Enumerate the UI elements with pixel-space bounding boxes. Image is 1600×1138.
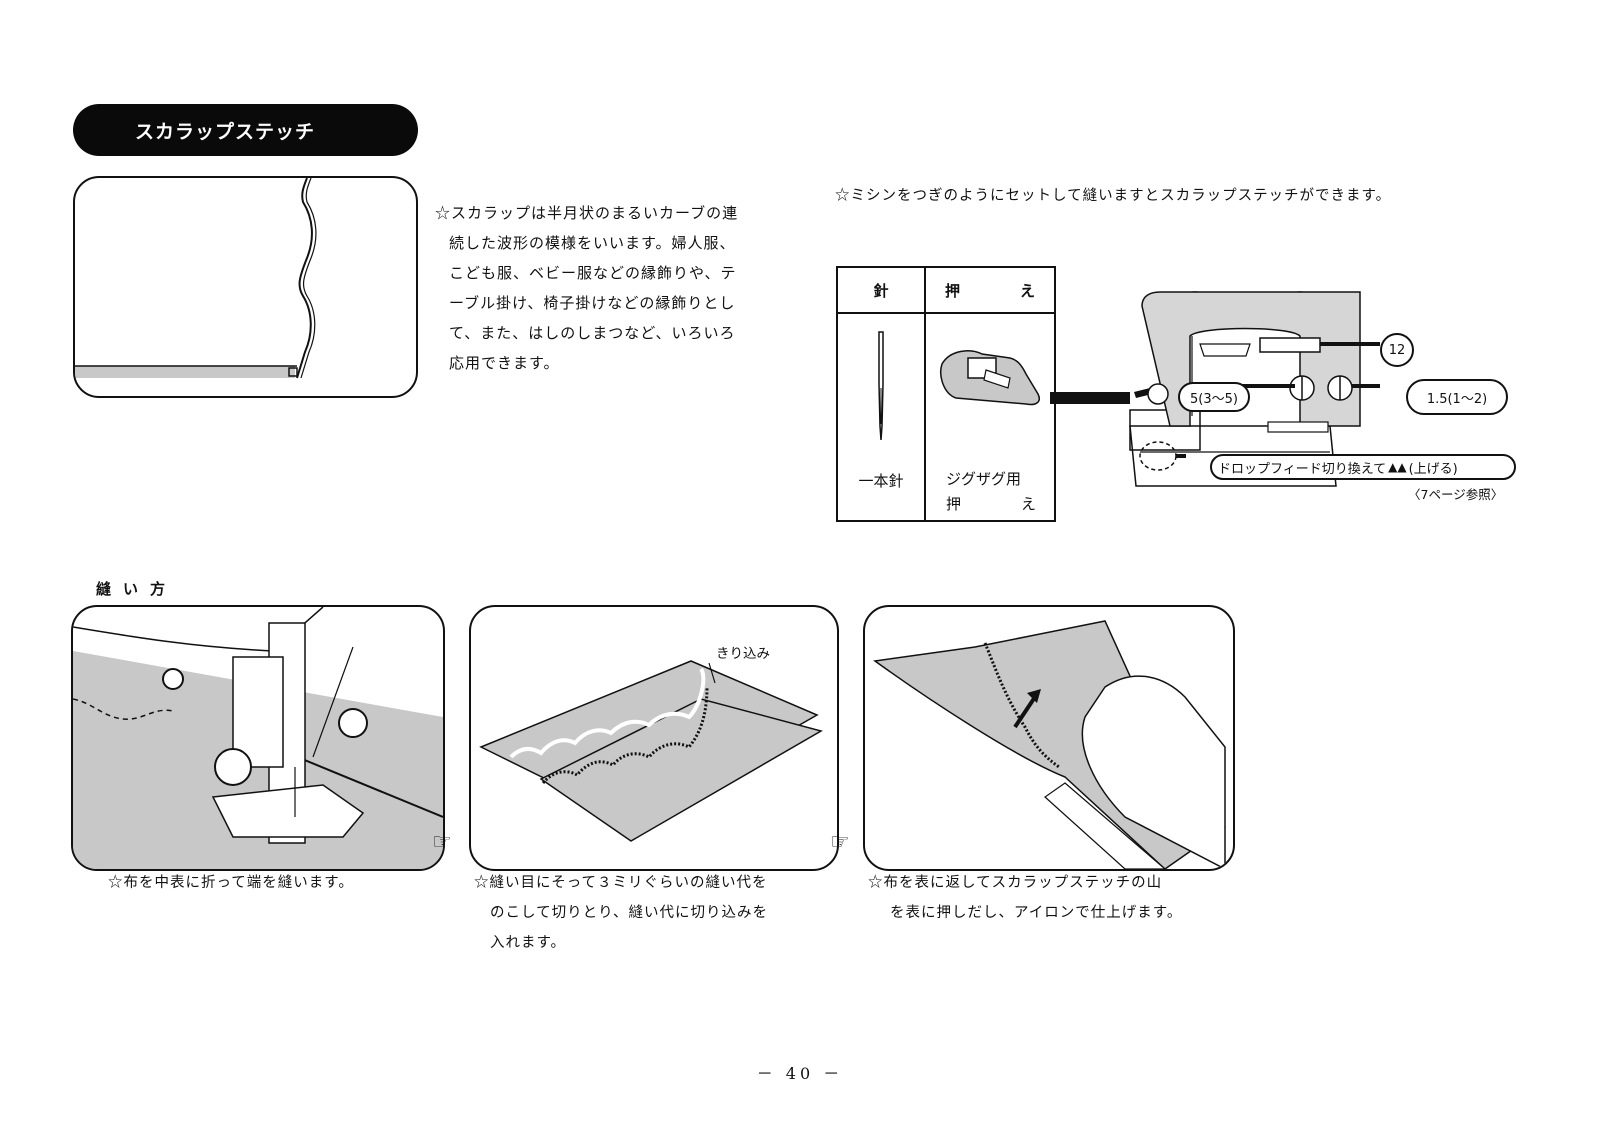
stitch-length-setting: 1.5(1～2) bbox=[1406, 379, 1508, 415]
stitch-width-setting: 5(3～5) bbox=[1178, 382, 1250, 412]
foot-header-char: 押 bbox=[944, 281, 960, 300]
foot-header: 押え bbox=[924, 266, 1056, 314]
setup-note: ☆ミシンをつぎのようにセットして縫いますとスカラップステッチができます。 bbox=[835, 188, 1392, 204]
notch-label: きり込み bbox=[716, 646, 770, 662]
pattern-setting-badge: 12 bbox=[1380, 333, 1414, 367]
step-2-illustration bbox=[469, 605, 839, 871]
intro-line: こども服、ベビー服などの縁飾りや、テ bbox=[449, 264, 737, 282]
drop-feed-setting: ドロップフィード切り換えて ▲▲ (上げる) bbox=[1210, 454, 1516, 480]
caption-line: を表に押しだし、アイロンで仕上げます。 bbox=[890, 905, 1183, 921]
intro-paragraph: ☆スカラップは半月状のまるいカーブの連 続した波形の模様をいいます。婦人服、 こ… bbox=[435, 198, 795, 378]
intro-line: ーブル掛け、椅子掛けなどの縁飾りとし bbox=[449, 294, 736, 312]
drop-feed-text: ドロップフィード切り換えて bbox=[1218, 461, 1387, 477]
step-2-caption: ☆縫い目にそって３ミリぐらいの縫い代を のこして切りとり、縫い代に切り込みを 入… bbox=[474, 868, 768, 958]
caption-line: ☆布を中表に折って端を縫います。 bbox=[108, 875, 354, 891]
pointing-hand-icon: ☞ bbox=[830, 830, 850, 855]
feed-dog-icon: ▲▲ bbox=[1388, 460, 1407, 474]
intro-line: 応用できます。 bbox=[449, 354, 560, 372]
foot-value-char: 押 bbox=[946, 495, 962, 513]
drop-feed-suffix: (上げる) bbox=[1408, 461, 1458, 477]
needle-header: 針 bbox=[836, 266, 926, 314]
caption-line: 入れます。 bbox=[490, 935, 567, 951]
sewing-machine-illustration bbox=[1050, 276, 1520, 506]
pointing-hand-icon: ☞ bbox=[432, 830, 452, 855]
caption-line: のこして切りとり、縫い代に切り込みを bbox=[490, 905, 768, 921]
zigzag-foot-icon bbox=[940, 350, 1040, 406]
foot-value-char: え bbox=[1021, 495, 1037, 513]
page-number: － 40 － bbox=[756, 1064, 844, 1083]
step-3-caption: ☆布を表に返してスカラップステッチの山 を表に押しだし、アイロンで仕上げます。 bbox=[868, 868, 1182, 928]
how-to-sew-label: 縫い方 bbox=[96, 580, 178, 598]
scallop-sample-illustration bbox=[73, 176, 418, 398]
foot-value: ジグザグ用 bbox=[946, 470, 1022, 488]
page-reference: 〈7ページ参照〉 bbox=[1408, 487, 1504, 502]
step-1-caption: ☆布を中表に折って端を縫います。 bbox=[108, 868, 354, 898]
needle-value: 一本針 bbox=[858, 472, 904, 490]
needle-cell: 一本針 bbox=[836, 312, 926, 522]
foot-value-2: 押え bbox=[926, 493, 1054, 514]
foot-cell: ジグザグ用 押え bbox=[924, 312, 1056, 522]
needle-icon bbox=[878, 331, 884, 441]
intro-line: 続した波形の模様をいいます。婦人服、 bbox=[449, 234, 736, 252]
intro-line: て、また、はしのしまつなど、いろいろ bbox=[449, 324, 736, 342]
section-title: スカラップステッチ bbox=[73, 104, 418, 156]
caption-line: ☆布を表に返してスカラップステッチの山 bbox=[868, 875, 1163, 891]
needle-foot-table: 針 押え 一本針 ジグザグ用 押え bbox=[836, 266, 1056, 522]
caption-line: ☆縫い目にそって３ミリぐらいの縫い代を bbox=[474, 875, 768, 891]
intro-line: ☆スカラップは半月状のまるいカーブの連 bbox=[435, 204, 739, 222]
foot-header-char: え bbox=[1020, 281, 1036, 300]
step-1-illustration bbox=[71, 605, 445, 871]
step-3-illustration bbox=[863, 605, 1235, 871]
